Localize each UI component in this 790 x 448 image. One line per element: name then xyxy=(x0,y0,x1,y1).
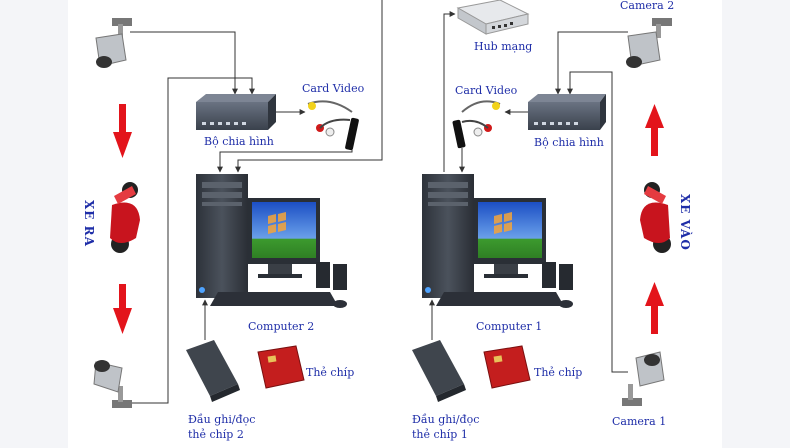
entry-label: XE VÀO xyxy=(678,194,692,251)
exit-arrow-bottom xyxy=(113,284,132,334)
motorbike-entry xyxy=(640,182,671,253)
card-video-right-label: Card Video xyxy=(455,84,518,97)
computer-2-label: Computer 2 xyxy=(248,320,315,333)
network-hub xyxy=(456,0,530,35)
chip-reader-2 xyxy=(186,340,240,402)
computer-1 xyxy=(422,174,573,308)
entry-arrow-top xyxy=(645,104,664,156)
camera-1-label: Camera 1 xyxy=(612,415,667,428)
motorbike-exit xyxy=(110,182,140,253)
camera-bottom-left xyxy=(93,360,132,408)
chip-reader-1 xyxy=(412,340,466,402)
reader-1-label-line1: Đầu ghi/đọc xyxy=(412,413,480,426)
exit-label: XE RA xyxy=(82,200,96,247)
splitter-left-label: Bộ chia hình xyxy=(204,135,274,148)
chip-left-label: Thẻ chíp xyxy=(306,366,355,379)
reader-2-label-line1: Đầu ghi/đọc xyxy=(188,413,256,426)
entry-arrow-bottom xyxy=(645,282,664,334)
right-background-panel xyxy=(722,0,790,448)
computer-1-label: Computer 1 xyxy=(476,320,543,333)
chip-right-label: Thẻ chíp xyxy=(534,366,583,379)
hub-label: Hub mạng xyxy=(474,40,533,53)
chip-card-right xyxy=(483,345,531,389)
exit-arrow-top xyxy=(113,104,132,158)
camera-2 xyxy=(626,18,672,68)
camera-1 xyxy=(622,351,665,406)
camera-top-left xyxy=(95,18,132,68)
video-splitter-right xyxy=(528,94,606,130)
left-background-panel xyxy=(0,0,68,448)
chip-card-left xyxy=(257,345,305,389)
splitter-right-label: Bộ chia hình xyxy=(534,136,604,149)
reader-1-label-line2: thẻ chíp 1 xyxy=(412,428,468,441)
computer-2 xyxy=(196,174,347,308)
camera-2-label: Camera 2 xyxy=(620,0,675,12)
wires xyxy=(130,0,628,404)
reader-2-label-line2: thẻ chíp 2 xyxy=(188,428,244,441)
video-splitter-left xyxy=(196,94,276,130)
card-video-right xyxy=(452,100,501,149)
card-video-left xyxy=(307,100,359,151)
card-video-left-label: Card Video xyxy=(302,82,365,95)
